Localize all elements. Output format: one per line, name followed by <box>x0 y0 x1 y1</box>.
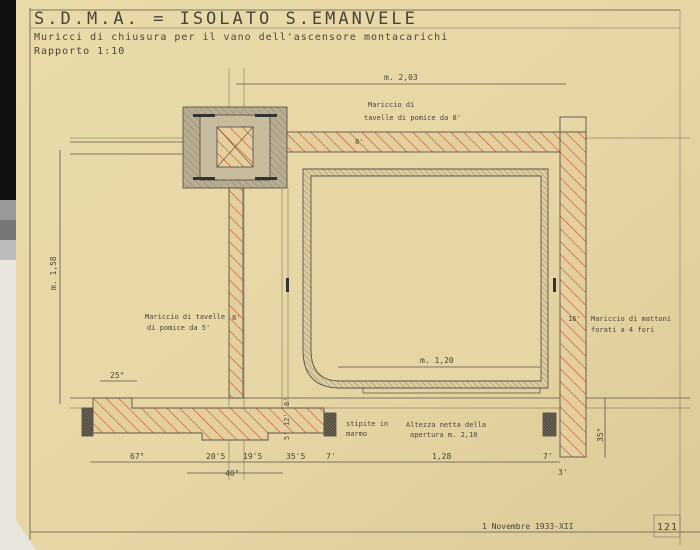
drawing-subtitle: Muricci di chiusura per il vano dell'asc… <box>34 32 448 43</box>
dim-vert-small-3: 5' <box>283 432 291 440</box>
drawing-title: S.D.M.A. = ISOLATO S.EMANVELE <box>34 9 418 29</box>
dim-top-wall: 8' <box>355 138 363 146</box>
marble-jamb-left <box>81 407 94 437</box>
sheet-number: 121 <box>657 522 678 533</box>
note-opening-1: Altezza netta della <box>406 421 486 429</box>
note-opening-2: apertura m. 2,10 <box>410 431 477 439</box>
note-jamb-1: stipite in <box>346 420 388 428</box>
drawing-date: 1 Novembre 1933-XII <box>482 522 574 531</box>
dim-bottom-total: 40° <box>225 469 239 478</box>
dim-right-wall: 16' <box>568 315 581 323</box>
note-right-wall-2: forati a 4 fori <box>591 326 654 334</box>
dim-left-height: m. 1,58 <box>49 256 58 290</box>
left-wall <box>228 187 244 399</box>
dim-bottom-7: 7' <box>543 452 553 461</box>
dim-bottom-8: 3' <box>558 468 568 477</box>
drawing-scale: Rapporto 1:10 <box>34 46 125 57</box>
dim-right-height: 35° <box>596 428 605 442</box>
note-left-wall-2: di pomice da 5' <box>147 324 210 332</box>
dim-jamb-left: 25° <box>110 371 124 380</box>
note-left-wall-1: Mariccio di tavelle <box>145 313 225 321</box>
dim-bottom-1: 67° <box>130 452 144 461</box>
marble-jamb <box>323 412 337 437</box>
dim-bottom-4: 35'5 <box>286 452 305 461</box>
dim-top-width: m. 2,03 <box>384 73 418 82</box>
dim-bottom-2: 20'5 <box>206 452 225 461</box>
note-right-wall-1: Mariccio di mattoni <box>591 315 671 323</box>
dim-vert-small-1: 8' <box>283 398 291 406</box>
dim-left-wall: 8' <box>232 314 240 322</box>
note-jamb-2: marmo <box>346 430 367 438</box>
bottom-wall <box>92 397 325 441</box>
scan-edge <box>0 0 16 200</box>
dim-vert-small-2: 12' <box>283 413 291 426</box>
steel-column <box>182 106 288 189</box>
note-top-wall-1: Mariccio di <box>368 101 414 109</box>
dim-bottom-3: 19'5 <box>243 452 262 461</box>
dim-bottom-6: 1,28 <box>432 452 451 461</box>
dim-bottom-5: 7' <box>326 452 336 461</box>
note-top-wall-2: tavelle di pomice da 8' <box>364 114 461 122</box>
right-wall <box>559 131 587 458</box>
top-wall <box>286 131 587 153</box>
dim-cabin-width: m. 1,20 <box>420 356 454 365</box>
marble-jamb-right <box>542 412 557 437</box>
elevator-cabin <box>286 168 556 394</box>
